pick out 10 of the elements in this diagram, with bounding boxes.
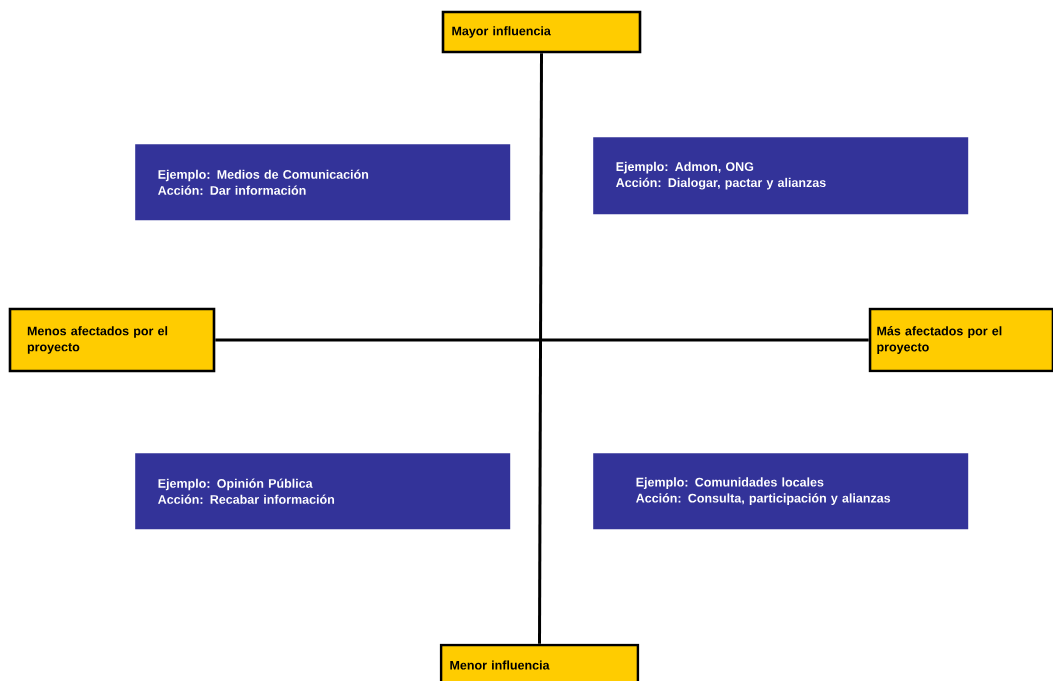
quadrant-box: Ejemplo: Comunidades locales Acción: Consulta, participación y alianzas xyxy=(593,453,969,530)
axis-label-box: Menor influencia xyxy=(439,643,640,681)
quadrant-box: Ejemplo: Opinión Pública Acción: Recabar información xyxy=(135,453,511,530)
axis-label-box: Mayor influencia xyxy=(441,10,642,54)
axis-line xyxy=(215,338,869,342)
quadrant-box: Ejemplo: Admon, ONG Acción: Dialogar, pactar y alianzas xyxy=(593,137,969,215)
axis-line xyxy=(538,53,543,644)
axis-label-box: Más afectados por el proyecto xyxy=(868,307,1053,373)
axis-label-box: Menos afectados por el proyecto xyxy=(8,307,216,373)
quadrant-box: Ejemplo: Medios de Comunicación Acción: Dar información xyxy=(135,144,511,221)
